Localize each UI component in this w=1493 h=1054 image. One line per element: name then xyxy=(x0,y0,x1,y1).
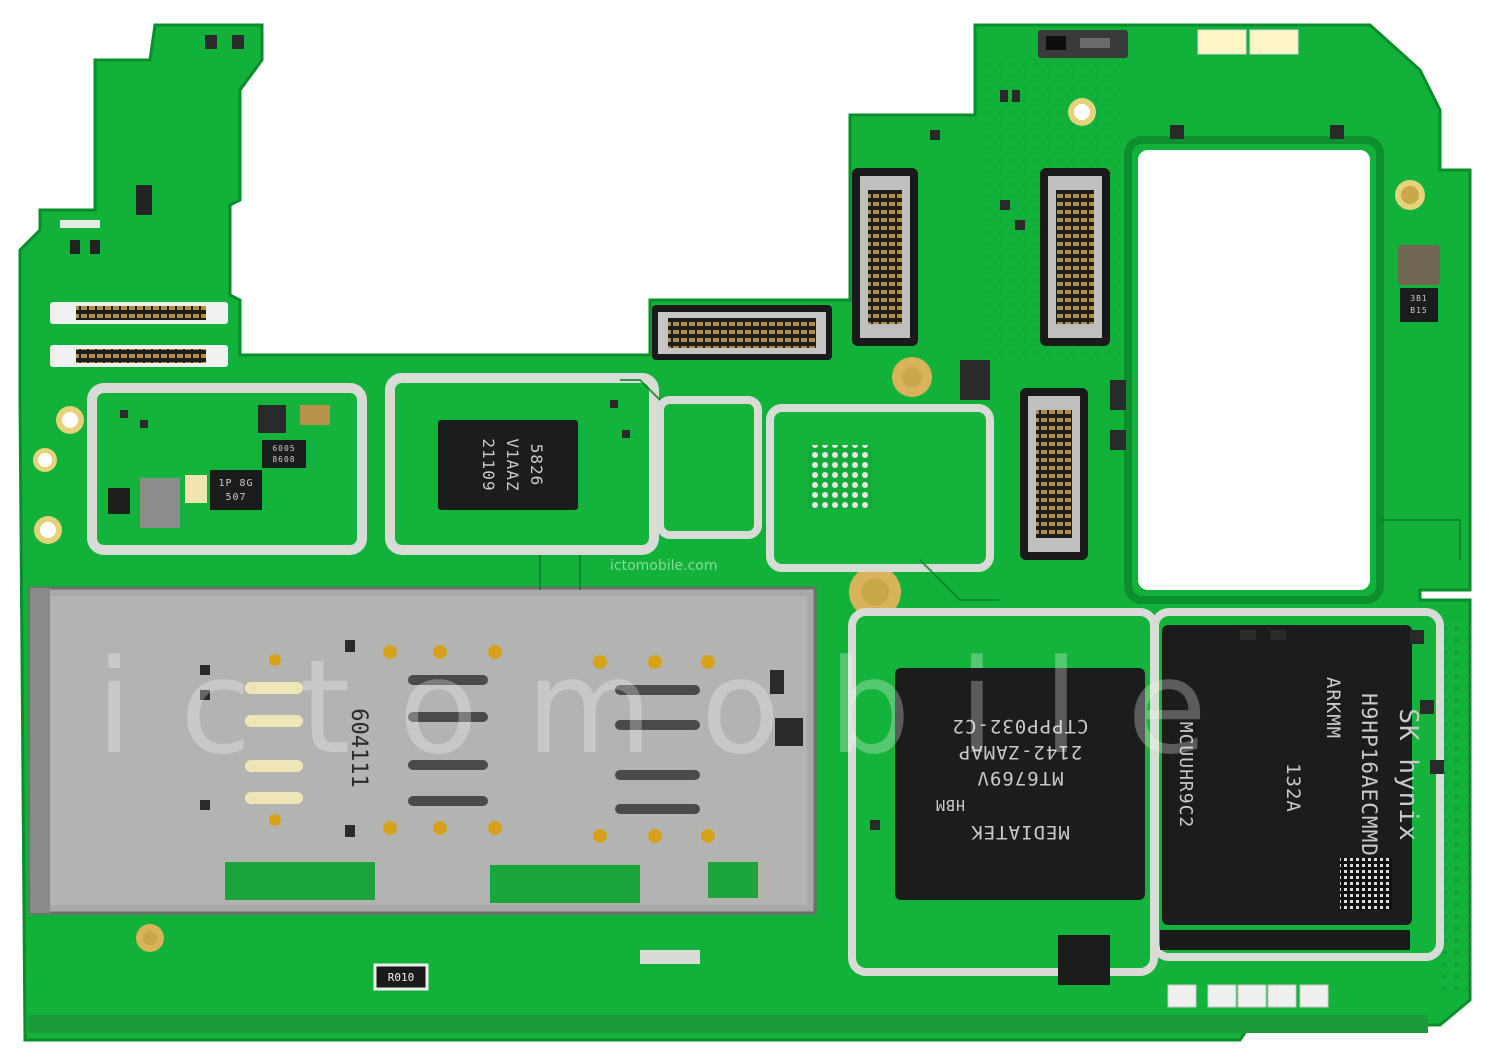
shield-frame-left xyxy=(87,383,367,555)
small-chip: 1P 8G 507 xyxy=(210,470,262,510)
pmic-line2: V1AAZ xyxy=(503,438,522,491)
top-left-components xyxy=(60,35,244,254)
corner-chip-line2: B15 xyxy=(1410,306,1427,315)
memory-line4: 132A xyxy=(1282,763,1304,813)
sim-tray-label: 604111 xyxy=(346,708,371,787)
resistor-label: R010 xyxy=(388,971,415,984)
watermark-small: ictomobile.com xyxy=(610,558,717,574)
memory-line5: MCUUHR9C2 xyxy=(1175,722,1196,829)
pmic-line1: 5826 xyxy=(527,444,546,487)
resistor: R010 xyxy=(373,963,429,991)
soc-line1: MEDIATEK xyxy=(970,821,1070,843)
memory-chip: SK hynix H9HP16AECMMD ARKMM 132A MCUUHR9… xyxy=(1162,625,1423,925)
bottom-components xyxy=(640,930,1410,1008)
corner-chip: 3B1 B15 xyxy=(1400,288,1438,322)
small-chip-line1: 1P 8G xyxy=(218,478,253,489)
pmic-chip: 5826 V1AAZ 21109 xyxy=(438,420,578,510)
sim-tray: 604111 xyxy=(28,586,817,915)
traces xyxy=(539,379,1461,601)
tiny-chip-line1: 6005 xyxy=(272,444,295,453)
soc-chip: MEDIATEK HBM MT6769V 2142-ZAMAP CTPPP032… xyxy=(895,668,1145,900)
board-connector-horizontal xyxy=(652,305,832,360)
board-connectors-vertical xyxy=(852,168,1110,560)
soc-line5: HBM xyxy=(935,796,965,814)
soc-line2: MT6769V xyxy=(976,767,1063,789)
soc-line4: CTPPP032-C2 xyxy=(952,715,1089,737)
mounting-holes xyxy=(33,98,1425,952)
pmic-line3: 21109 xyxy=(479,438,498,491)
small-chip-line2: 507 xyxy=(225,492,246,503)
memory-line3: ARKMM xyxy=(1322,677,1344,739)
tiny-chip-line2: 8608 xyxy=(272,455,295,464)
watermark-text: ictomobile xyxy=(96,631,1255,783)
board-cutout xyxy=(1138,150,1370,590)
memory-line2: H9HP16AECMMD xyxy=(1357,693,1381,857)
corner-chip-line1: 3B1 xyxy=(1410,294,1427,303)
memory-line1: SK hynix xyxy=(1393,708,1423,841)
smd-components xyxy=(120,90,1444,837)
tiny-chip: 6005 8608 xyxy=(262,440,306,468)
soc-line3: 2142-ZAMAP xyxy=(958,741,1082,763)
watermark: ictomobile ictomobile.com xyxy=(96,558,1255,783)
shield-frame-rf xyxy=(656,396,994,572)
fpc-connector-left xyxy=(50,302,228,367)
